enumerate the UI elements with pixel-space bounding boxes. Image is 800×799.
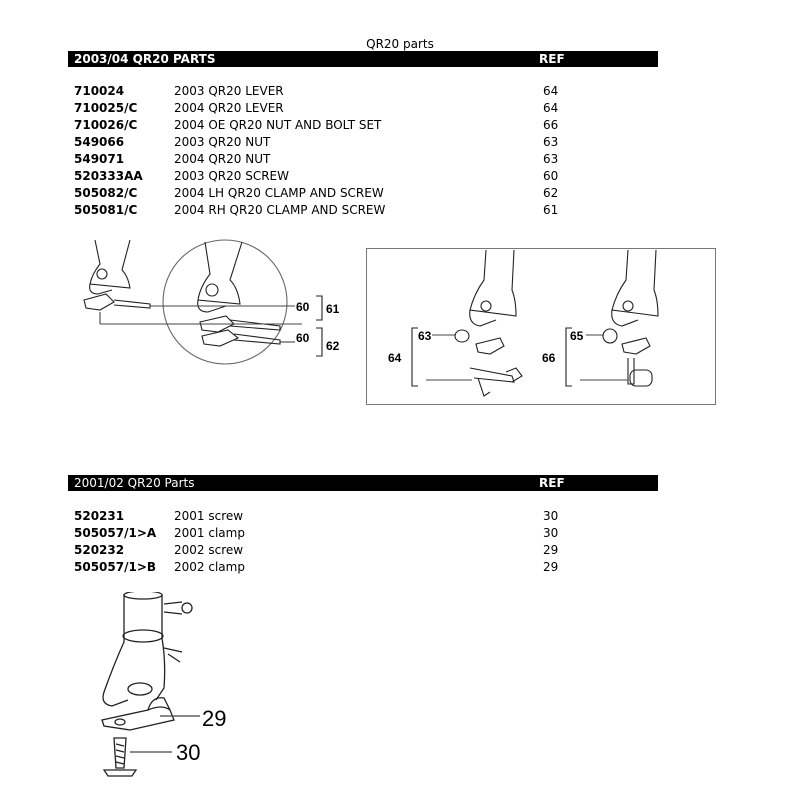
part-ref: 62	[543, 186, 559, 200]
part-description: 2002 clamp	[174, 560, 245, 574]
part-description: 2003 QR20 LEVER	[174, 84, 284, 98]
part-number: 505081/C	[74, 203, 138, 217]
part-number: 710024	[74, 84, 125, 98]
part-number: 549066	[74, 135, 125, 149]
part-description: 2002 screw	[174, 543, 244, 557]
parts-row: 505057/1>A 2001 clamp 30	[74, 525, 654, 542]
part-description: 2003 QR20 NUT	[174, 135, 271, 149]
parts-row: 505082/C 2004 LH QR20 CLAMP AND SCREW 62	[74, 185, 654, 202]
qr20-right-diagram-frame	[366, 248, 716, 405]
part-number: 520333AA	[74, 169, 143, 183]
part-number: 549071	[74, 152, 125, 166]
parts-row: 505081/C 2004 RH QR20 CLAMP AND SCREW 61	[74, 202, 654, 219]
part-ref: 64	[543, 84, 559, 98]
page-title: QR20 parts	[366, 37, 434, 51]
part-description: 2004 LH QR20 CLAMP AND SCREW	[174, 186, 384, 200]
callout-65: 65	[570, 329, 584, 343]
callout-61: 61	[326, 302, 340, 316]
part-ref: 66	[543, 118, 559, 132]
section2-ref-label: REF	[539, 476, 565, 490]
part-number: 520232	[74, 543, 125, 557]
part-number: 710025/C	[74, 101, 138, 115]
part-description: 2004 QR20 LEVER	[174, 101, 284, 115]
part-ref: 29	[543, 543, 559, 557]
section2-title: 2001/02 QR20 Parts	[74, 476, 195, 490]
part-description: 2001 screw	[174, 509, 244, 523]
callout-60b: 60	[296, 331, 310, 345]
callout-62: 62	[326, 339, 340, 353]
part-ref: 29	[543, 560, 559, 574]
part-ref: 63	[543, 152, 559, 166]
part-ref: 63	[543, 135, 559, 149]
part-ref: 60	[543, 169, 559, 183]
part-description: 2001 clamp	[174, 526, 245, 540]
callout-66: 66	[542, 351, 556, 365]
section1-ref-label: REF	[539, 52, 565, 66]
callout-30: 30	[176, 740, 200, 765]
part-number: 505057/1>A	[74, 526, 157, 540]
section1-header: 2003/04 QR20 PARTS REF	[68, 51, 658, 67]
part-ref: 30	[543, 526, 559, 540]
parts-row: 549066 2003 QR20 NUT 63	[74, 134, 654, 151]
callout-64: 64	[388, 351, 402, 365]
part-ref: 64	[543, 101, 559, 115]
part-description: 2004 RH QR20 CLAMP AND SCREW	[174, 203, 386, 217]
callout-29: 29	[202, 706, 226, 731]
part-number: 505082/C	[74, 186, 138, 200]
parts-row: 710024 2003 QR20 LEVER 64	[74, 83, 654, 100]
part-description: 2004 OE QR20 NUT AND BOLT SET	[174, 118, 382, 132]
parts-row: 549071 2004 QR20 NUT 63	[74, 151, 654, 168]
parts-row: 520231 2001 screw 30	[74, 508, 654, 525]
part-number: 520231	[74, 509, 125, 523]
part-description: 2003 QR20 SCREW	[174, 169, 290, 183]
qr20-right-diagram: 63 64 65 66	[388, 249, 659, 397]
qr20-left-diagram: 60 61 60 62	[83, 239, 340, 365]
part-ref: 61	[543, 203, 559, 217]
section1-title: 2003/04 QR20 PARTS	[74, 52, 216, 66]
part-number: 710026/C	[74, 118, 138, 132]
part-number: 505057/1>B	[74, 560, 157, 574]
parts-row: 710025/C 2004 QR20 LEVER 64	[74, 100, 654, 117]
parts-row: 505057/1>B 2002 clamp 29	[74, 559, 654, 576]
parts-row: 710026/C 2004 OE QR20 NUT AND BOLT SET 66	[74, 117, 654, 134]
section2-header: 2001/02 QR20 Parts REF	[68, 475, 658, 491]
parts-row: 520232 2002 screw 29	[74, 542, 654, 559]
callout-63: 63	[418, 329, 432, 343]
part-ref: 30	[543, 509, 559, 523]
parts-row: 520333AA 2003 QR20 SCREW 60	[74, 168, 654, 185]
qr20-2001-diagram: 29 30	[101, 592, 226, 777]
callout-60a: 60	[296, 300, 310, 314]
part-description: 2004 QR20 NUT	[174, 152, 271, 166]
